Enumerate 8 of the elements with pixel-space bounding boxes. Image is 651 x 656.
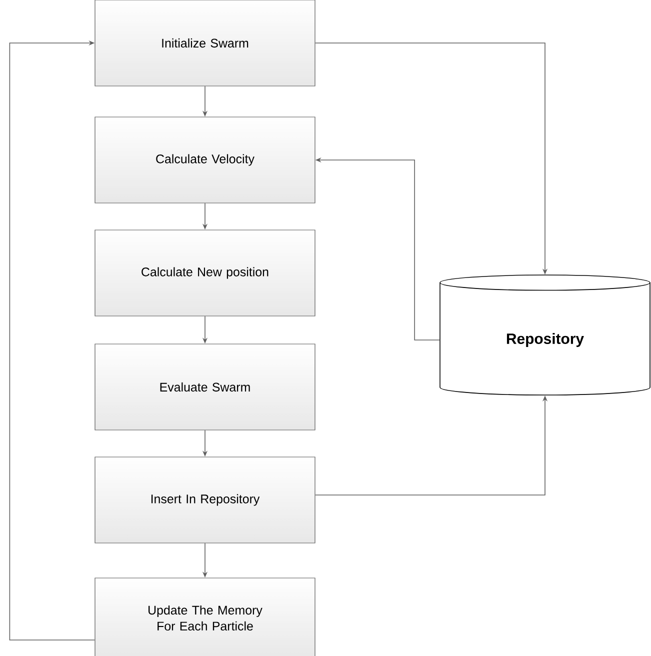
- repository-cylinder: Repository: [440, 274, 650, 396]
- process-box: Evaluate Swarm: [94, 344, 316, 430]
- process-box: Update The Memory For Each Particle: [94, 578, 316, 656]
- process-box: Calculate New position: [94, 230, 316, 316]
- arrow: [9, 40, 96, 640]
- process-box: Calculate Velocity: [94, 116, 316, 204]
- process-box: Insert In Repository: [94, 456, 316, 544]
- process-box: Initialize Swarm: [94, 0, 316, 86]
